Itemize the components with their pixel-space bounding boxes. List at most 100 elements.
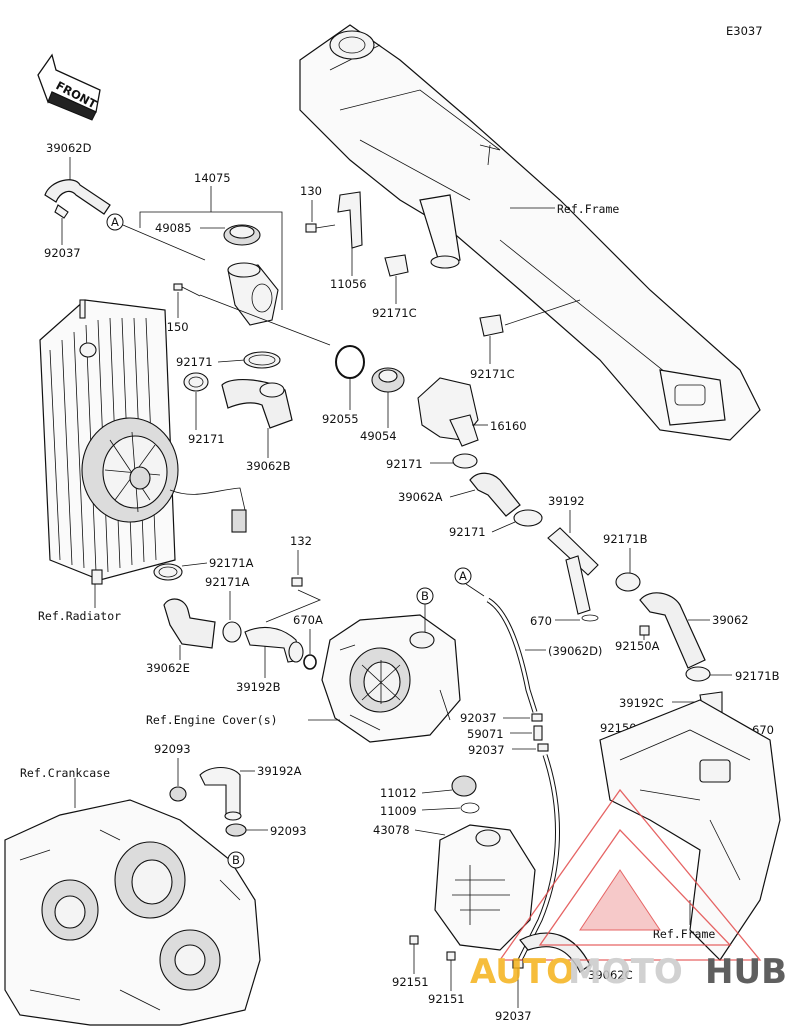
hose-39062D <box>44 179 111 215</box>
oring-92055 <box>335 345 365 379</box>
label-39062D: 39062D <box>46 141 92 155</box>
clamp-92171A-2 <box>222 621 242 643</box>
bolt-132 <box>291 577 303 587</box>
label-92171-d: 92171 <box>449 525 486 539</box>
label-92093-b: 92093 <box>270 824 307 838</box>
label-59071: 59071 <box>467 727 504 741</box>
gasket-11009 <box>460 802 480 814</box>
label-92171B-2: 92171B <box>735 669 780 683</box>
label-39062B: 39062B <box>246 459 291 473</box>
clamp-92171-a <box>243 351 281 369</box>
diagram-code: E3037 <box>726 24 763 38</box>
label-14075: 14075 <box>194 171 231 185</box>
label-39062: 39062 <box>712 613 749 627</box>
label-39062C: 39062C <box>588 968 633 982</box>
reservoir-43078 <box>434 824 536 951</box>
joint-59071 <box>533 725 543 741</box>
label-92151-b: 92151 <box>428 992 465 1006</box>
label-39192B: 39192B <box>236 680 281 694</box>
watermark-moto: MOTO <box>568 952 683 992</box>
ref-frame-top: Ref.Frame <box>557 202 619 216</box>
callout-a-mid-text: A <box>459 569 467 583</box>
clamp-92037-mid1 <box>531 713 543 722</box>
label-49054: 49054 <box>360 429 397 443</box>
bolt-92151-a <box>409 935 419 945</box>
label-39062D-paren: (39062D) <box>548 644 602 658</box>
label-92037-mid2: 92037 <box>468 743 505 757</box>
filler-neck-14075 <box>227 262 279 326</box>
radiator-assembly <box>39 299 247 585</box>
bolt-92150A-1 <box>639 625 650 636</box>
front-arrow-icon: FRONT <box>37 53 101 121</box>
hose-39062E <box>163 598 216 649</box>
oring-670-a <box>581 614 599 622</box>
label-132: 132 <box>290 534 312 548</box>
label-92150A-1: 92150A <box>615 639 660 653</box>
label-11009: 11009 <box>380 804 417 818</box>
label-92037-mid1: 92037 <box>460 711 497 725</box>
pipe-39192 <box>547 527 599 615</box>
label-92171-c: 92171 <box>386 457 423 471</box>
label-92171B-1: 92171B <box>603 532 648 546</box>
pipe-39192A <box>199 766 242 821</box>
housing-16160 <box>417 377 479 447</box>
label-92171C-2: 92171C <box>470 367 515 381</box>
hose-39062A <box>469 472 521 517</box>
ref-engine-cover: Ref.Engine Cover(s) <box>146 713 278 727</box>
clamp-92171-b <box>183 372 209 392</box>
hose-39062D-long <box>487 598 537 713</box>
ref-crankcase: Ref.Crankcase <box>20 766 110 780</box>
engine-cover <box>321 614 461 743</box>
label-39062E: 39062E <box>146 661 190 675</box>
bolt-130 <box>305 223 336 233</box>
label-11012: 11012 <box>380 786 417 800</box>
frame-upper <box>299 24 761 441</box>
clamp-92037-mid2 <box>537 743 549 752</box>
pipe-39192B <box>244 626 304 663</box>
clamp-92171-c <box>452 453 478 469</box>
label-670-a: 670 <box>530 614 552 628</box>
cap-11012 <box>451 775 477 797</box>
hose-39062B <box>221 379 293 429</box>
callout-b-bottom <box>227 851 245 869</box>
thermostat-49054 <box>371 367 405 393</box>
label-92151-a: 92151 <box>392 975 429 989</box>
label-92171A-1: 92171A <box>209 556 254 570</box>
clamp-92171B-2 <box>685 666 711 682</box>
callout-b-top-text: B <box>421 589 429 603</box>
ref-frame-bottom: Ref.Frame <box>653 927 715 941</box>
label-670A: 670A <box>293 613 323 627</box>
label-92037-bottom: 92037 <box>495 1009 532 1023</box>
label-92037-top: 92037 <box>44 246 81 260</box>
bolt-92150 <box>173 283 201 297</box>
seal-92093-a <box>169 786 187 802</box>
clamp-92171A-1 <box>153 563 183 581</box>
label-39062A: 39062A <box>398 490 443 504</box>
label-16160: 16160 <box>490 419 527 433</box>
watermark-auto: AUTO <box>470 952 575 992</box>
label-92055: 92055 <box>322 412 359 426</box>
ref-radiator: Ref.Radiator <box>38 609 121 623</box>
crankcase <box>4 799 261 1026</box>
hose-39062 <box>639 592 706 669</box>
bolt-92151-b <box>446 951 456 961</box>
label-130: 130 <box>300 184 322 198</box>
callout-a-top-text: A <box>111 215 119 229</box>
label-92171-a: 92171 <box>176 355 213 369</box>
watermark-hub: HUB <box>705 952 787 992</box>
radiator-cap-49085 <box>223 224 261 246</box>
label-92093-a: 92093 <box>154 742 191 756</box>
callout-a-top <box>106 213 124 231</box>
callout-b-bottom-text: B <box>232 853 240 867</box>
label-11056: 11056 <box>330 277 367 291</box>
clamp-92037-top <box>54 204 69 219</box>
clamp-92171B-1 <box>615 572 641 592</box>
hose-39062C <box>519 932 591 973</box>
label-39192: 39192 <box>548 494 585 508</box>
label-92171C-1: 92171C <box>372 306 417 320</box>
label-39192A: 39192A <box>257 764 302 778</box>
clamp-92171-d <box>513 509 543 527</box>
label-43078: 43078 <box>373 823 410 837</box>
